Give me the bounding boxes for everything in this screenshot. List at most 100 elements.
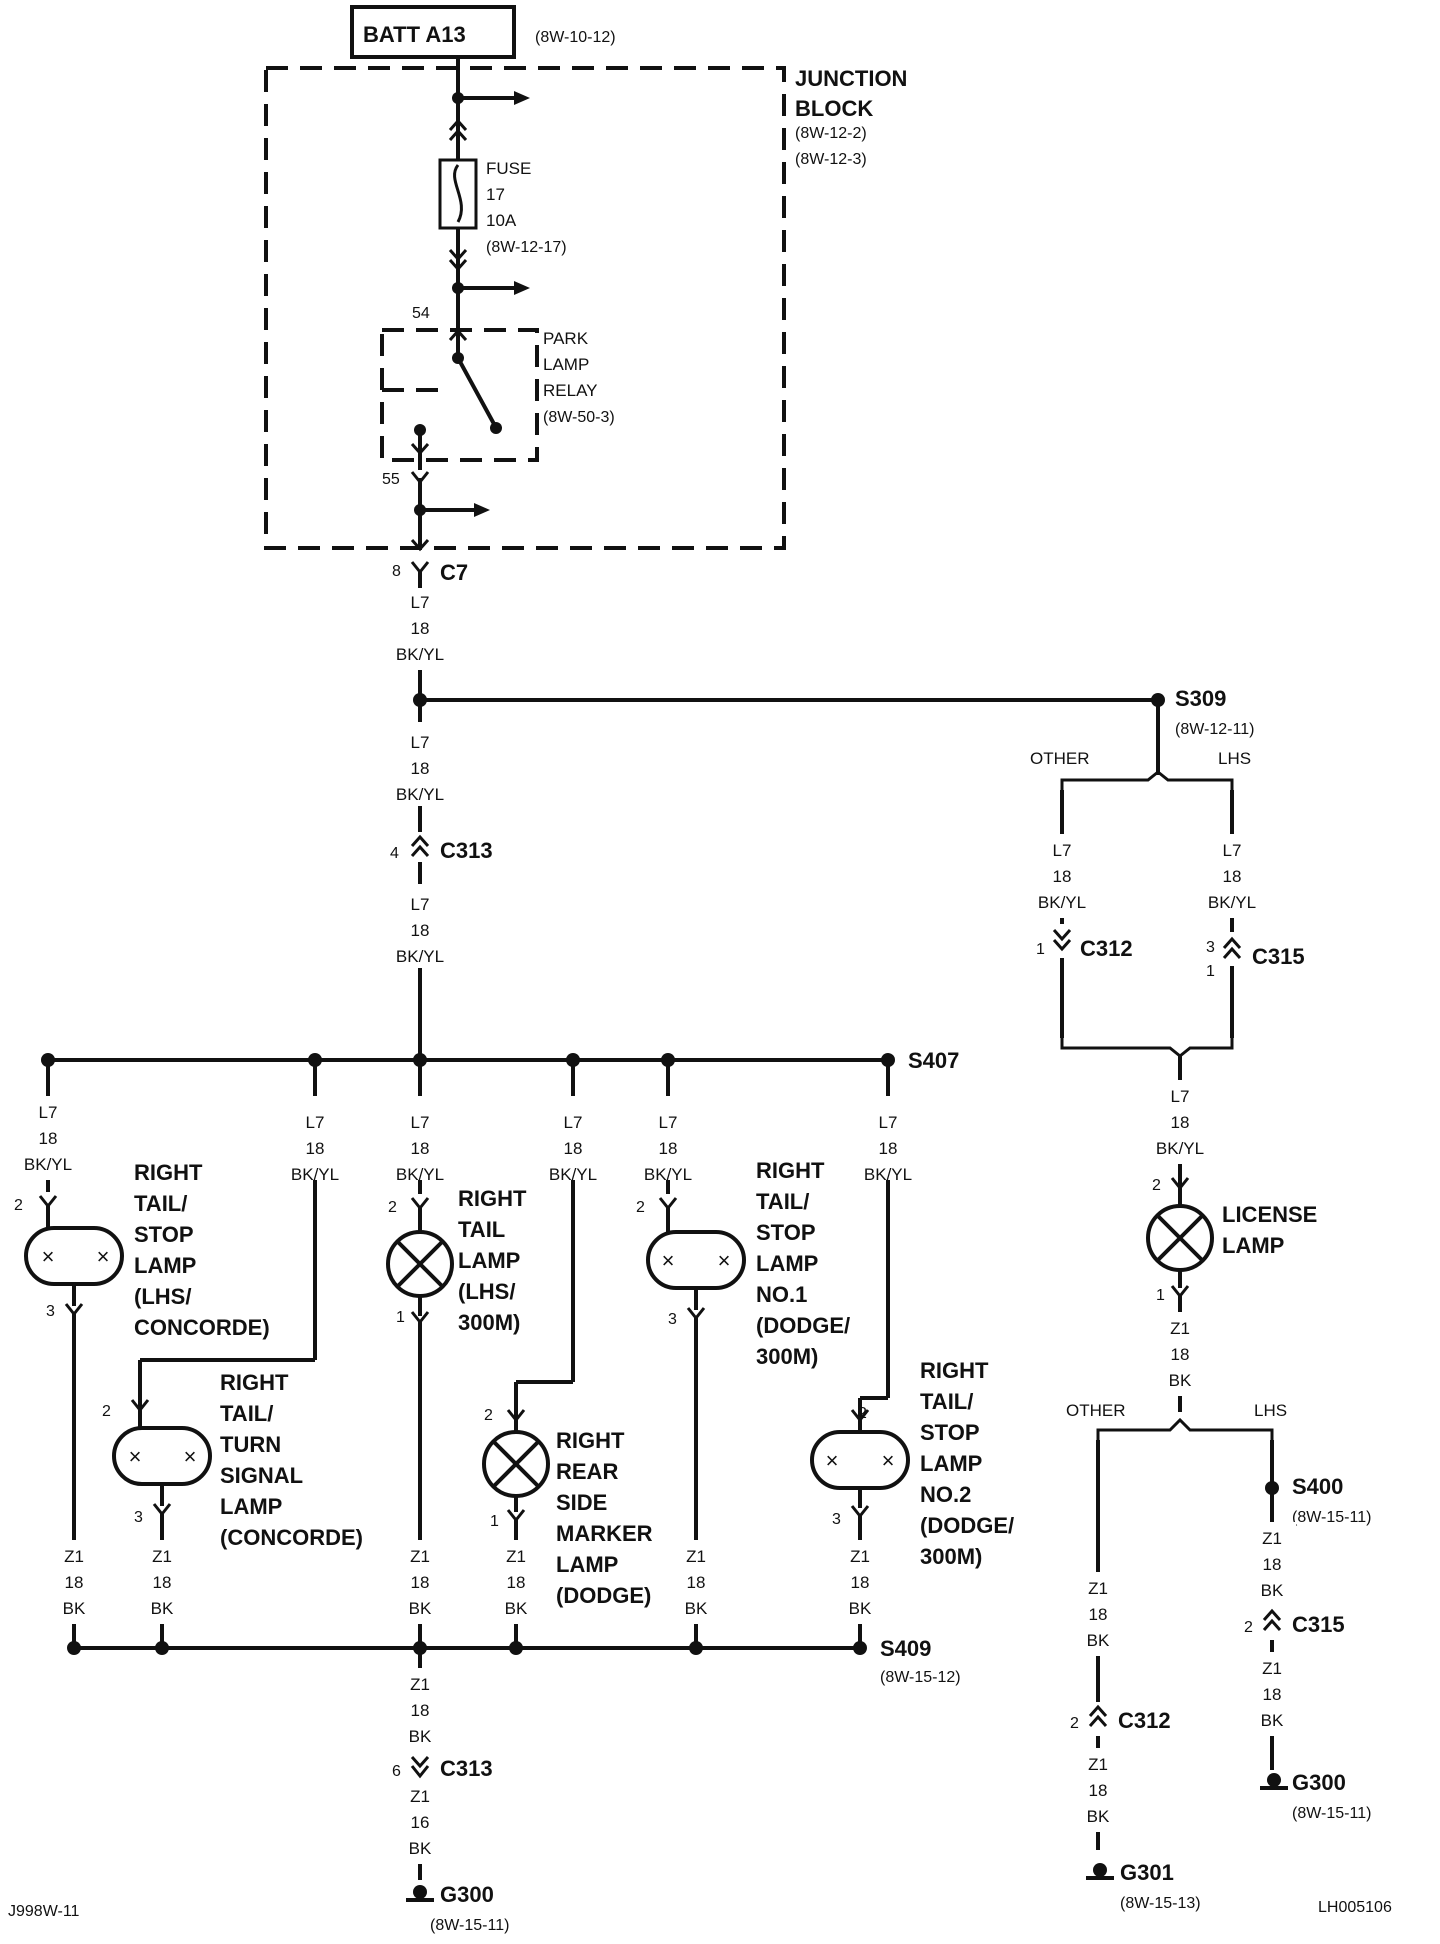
svg-text:×: ×	[826, 1448, 839, 1473]
svg-text:L7: L7	[306, 1113, 325, 1132]
connector-chevron-icon	[448, 128, 468, 141]
c315-top-pin-b: 1	[1206, 963, 1215, 980]
wire-l7: L7	[1053, 841, 1072, 860]
junction-block-boundary	[264, 66, 786, 550]
svg-text:STOP: STOP	[756, 1220, 816, 1245]
z1-drop-labels: Z1 18 BK Z1 18 BK Z1 18 BK Z1 18 BK Z1 1…	[50, 1540, 886, 1624]
svg-text:LAMP: LAMP	[920, 1451, 982, 1476]
svg-text:Z1: Z1	[64, 1547, 84, 1566]
ground-lhs-label: LHS	[1254, 1401, 1287, 1420]
svg-text:18: 18	[411, 1573, 430, 1592]
wire-z1: Z1	[1262, 1659, 1282, 1678]
svg-text:RIGHT: RIGHT	[134, 1160, 203, 1185]
fuse-label-1: FUSE	[486, 159, 531, 178]
svg-text:(CONCORDE): (CONCORDE)	[220, 1525, 363, 1550]
wire-z1-gauge: 18	[1089, 1781, 1108, 1800]
rts1-labels: RIGHT TAIL/ STOP LAMP NO.1 (DODGE/ 300M)	[756, 1158, 850, 1369]
c315-bot-label: C315	[1292, 1612, 1345, 1637]
wire-z1: Z1	[1088, 1579, 1108, 1598]
rrsm-pin-bot: 1	[490, 1513, 499, 1530]
c313-top-pin: 4	[390, 845, 399, 862]
svg-text:(DODGE): (DODGE)	[556, 1583, 651, 1608]
svg-text:18: 18	[659, 1139, 678, 1158]
svg-text:BK/YL: BK/YL	[24, 1155, 72, 1174]
svg-text:Z1: Z1	[850, 1547, 870, 1566]
svg-text:RIGHT: RIGHT	[920, 1358, 989, 1383]
wire-color-bkyl: BK/YL	[396, 947, 444, 966]
g300-left-ref: (8W-15-11)	[430, 1917, 509, 1934]
svg-text:L7: L7	[659, 1113, 678, 1132]
c313-top-label: C313	[440, 838, 493, 863]
wire-label-bg	[396, 1780, 446, 1864]
c313-bot-label: C313	[440, 1756, 493, 1781]
wire-label-bg	[1072, 1748, 1122, 1832]
arrow-right-icon	[514, 91, 530, 105]
wire-z1-color: BK	[1087, 1631, 1110, 1650]
rts1-pin-bot: 3	[668, 1311, 677, 1328]
wire-color-l7: L7	[411, 593, 430, 612]
wire-color-l7: L7	[411, 895, 430, 914]
connector-chevron-icon	[448, 118, 468, 131]
svg-text:BK/YL: BK/YL	[864, 1165, 912, 1184]
connector-chevron-icon	[410, 834, 430, 847]
wire-z1: Z1	[1262, 1529, 1282, 1548]
svg-text:NO.1: NO.1	[756, 1282, 807, 1307]
svg-text:BK/YL: BK/YL	[291, 1165, 339, 1184]
svg-text:REAR: REAR	[556, 1459, 618, 1484]
relay-label-3: RELAY	[543, 381, 598, 400]
svg-text:BK: BK	[151, 1599, 174, 1618]
svg-text:Z1: Z1	[410, 1547, 430, 1566]
rts2-labels: RIGHT TAIL/ STOP LAMP NO.2 (DODGE/ 300M)	[920, 1358, 1014, 1569]
rts-lhs-labels: RIGHT TAIL/ STOP LAMP (LHS/ CONCORDE)	[134, 1160, 270, 1340]
connector-chevron-icon	[1088, 1704, 1108, 1717]
svg-text:STOP: STOP	[920, 1420, 980, 1445]
svg-text:TAIL: TAIL	[458, 1217, 505, 1242]
svg-text:L7: L7	[879, 1113, 898, 1132]
c313-bot-pin: 6	[392, 1763, 401, 1780]
svg-text:LAMP: LAMP	[458, 1248, 520, 1273]
relay-contact-dot	[414, 424, 426, 436]
batt-ref: (8W-10-12)	[535, 29, 616, 46]
c315-top-pin-a: 3	[1206, 939, 1215, 956]
svg-text:RIGHT: RIGHT	[220, 1370, 289, 1395]
svg-text:300M): 300M)	[920, 1544, 982, 1569]
svg-text:BK: BK	[409, 1599, 432, 1618]
svg-text:BK/YL: BK/YL	[396, 1165, 444, 1184]
c312-top-pin: 1	[1036, 941, 1045, 958]
svg-text:L7: L7	[564, 1113, 583, 1132]
batt-label: BATT A13	[363, 22, 466, 47]
wire-gauge-18: 18	[411, 921, 430, 940]
s409-ref: (8W-15-12)	[880, 1669, 961, 1686]
c315-top-label: C315	[1252, 944, 1305, 969]
svg-text:18: 18	[507, 1573, 526, 1592]
svg-text:×: ×	[718, 1248, 731, 1273]
wire-label-bg	[1036, 834, 1090, 918]
s400-ref: (8W-15-11)	[1292, 1509, 1371, 1526]
svg-text:L7: L7	[411, 1113, 430, 1132]
wire-z1-color: BK	[1261, 1711, 1284, 1730]
s309-branch-brace	[1060, 770, 1234, 790]
connector-chevron-icon	[1222, 936, 1242, 949]
wire-z1-gauge: 16	[411, 1813, 430, 1832]
ground-icon	[406, 1885, 434, 1902]
s407-label: S407	[908, 1048, 959, 1073]
svg-text:18: 18	[851, 1573, 870, 1592]
connector-y-icon	[410, 1765, 430, 1779]
wire-color-bkyl: BK/YL	[396, 785, 444, 804]
license-pin-bot: 1	[1156, 1287, 1165, 1304]
wire-label-bg	[395, 722, 445, 806]
connector-chevron-icon	[410, 1756, 430, 1769]
svg-text:LAMP: LAMP	[756, 1251, 818, 1276]
license-label-1: LICENSE	[1222, 1202, 1317, 1227]
svg-text:18: 18	[306, 1139, 325, 1158]
wire-z1-color: BK	[409, 1727, 432, 1746]
svg-text:RIGHT: RIGHT	[458, 1186, 527, 1211]
s409-label: S409	[880, 1636, 931, 1661]
wire-l7-color: BK/YL	[1038, 893, 1086, 912]
g301-ref: (8W-15-13)	[1120, 1895, 1201, 1912]
relay-label-2: LAMP	[543, 355, 589, 374]
s309-label: S309	[1175, 686, 1226, 711]
svg-text:×: ×	[129, 1444, 142, 1469]
svg-text:BK: BK	[505, 1599, 528, 1618]
wire-z1-gauge: 18	[411, 1701, 430, 1720]
